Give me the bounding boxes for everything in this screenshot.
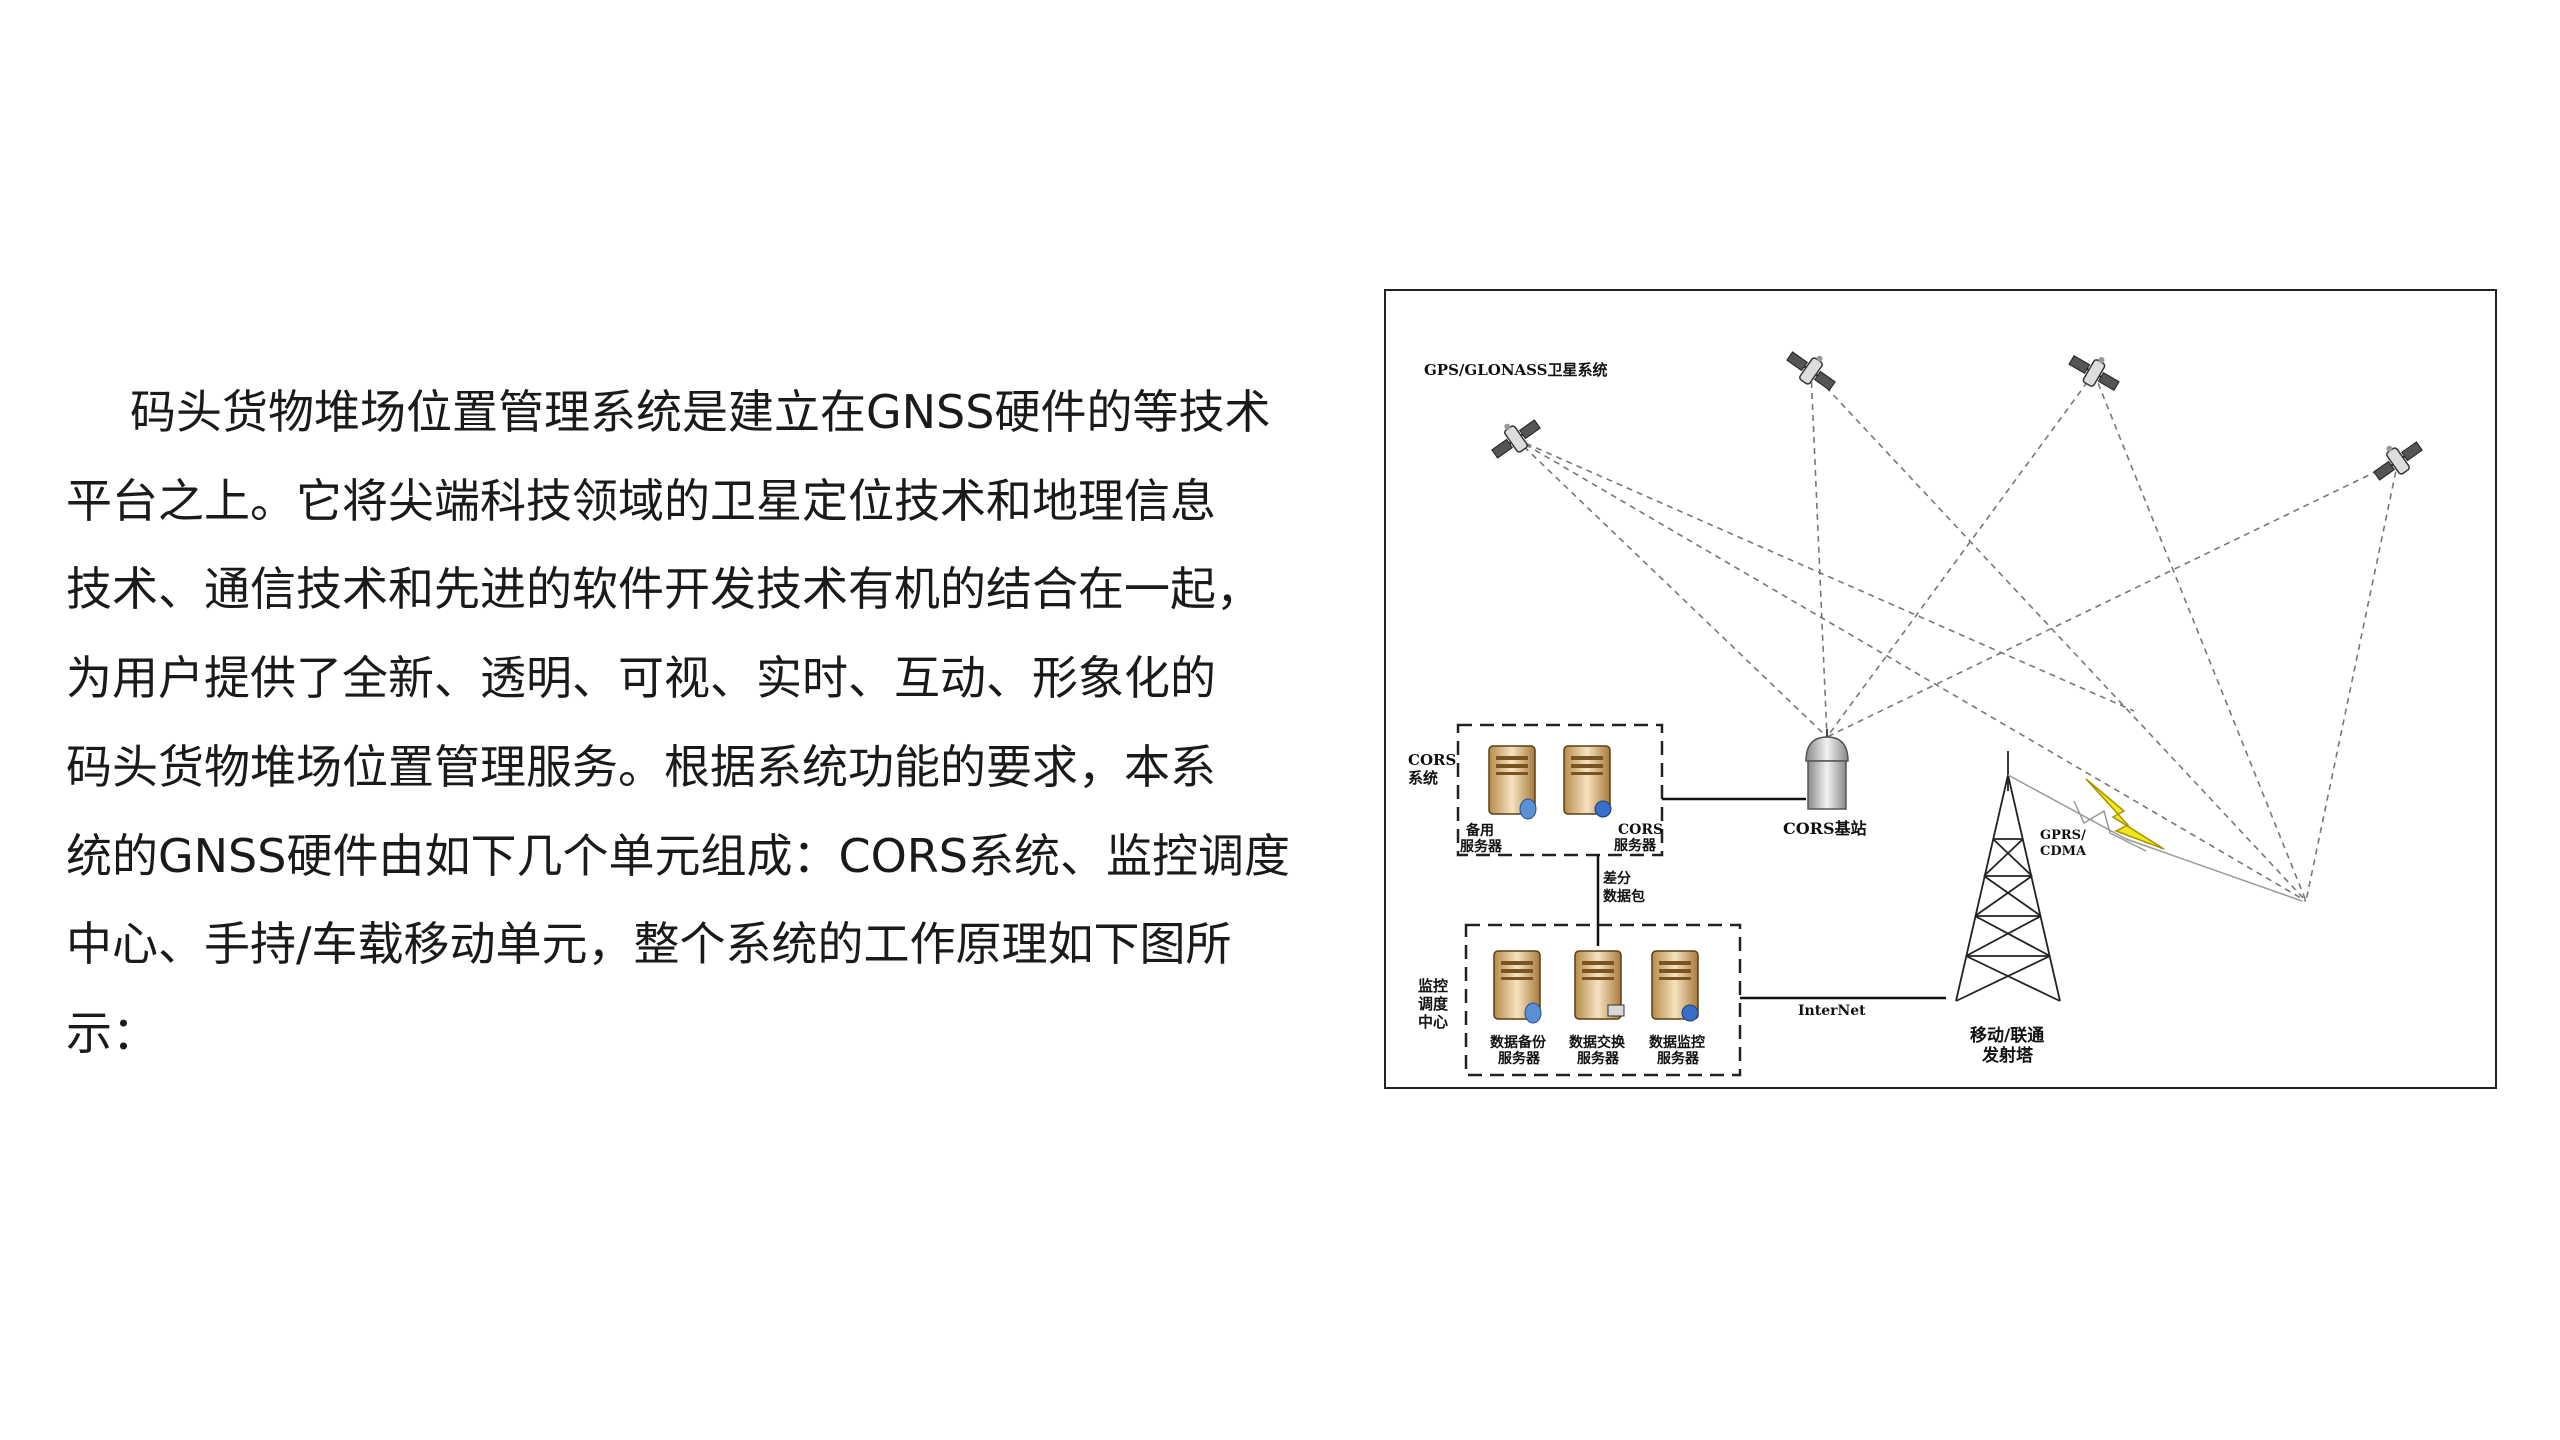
data-exchange-server-label: 服务器 (1577, 1050, 1620, 1067)
signal-link-line (2007, 774, 2147, 852)
tower-label: 发射塔 (1981, 1045, 2034, 1066)
data-monitor-server-label: 服务器 (1657, 1050, 1700, 1067)
paragraph-line: 码头货物堆场位置管理服务。根据系统功能的要求，本系 (66, 739, 1216, 794)
gprs-label: CDMA (2040, 844, 2087, 859)
paragraph-line: 技术、通信技术和先进的软件开发技术有机的结合在一起， (66, 562, 1262, 617)
diff-packet-label: 数据包 (1603, 888, 1645, 905)
user-icon (1594, 800, 1612, 818)
cors-server-label: 服务器 (1614, 837, 1657, 854)
satellite-icon (2365, 430, 2428, 488)
data-exchange-server-label: 数据交换 (1569, 1034, 1626, 1051)
paragraph-line: 码头货物堆场位置管理系统是建立在GNSS硬件的等技术 (130, 385, 1271, 439)
system-diagram: GPS/GLONASS卫星系统 CORS 系统 备用 服务器 CORS 服务器 … (1384, 289, 2497, 1089)
user-icon (1681, 1004, 1699, 1022)
gprs-label: GPRS/ (2040, 828, 2086, 843)
data-monitor-server-label: 数据监控 (1649, 1034, 1705, 1051)
data-backup-server-label: 数据备份 (1490, 1034, 1547, 1051)
lightning-icon (2085, 778, 2165, 850)
paragraph-line: 统的GNSS硬件由如下几个单元组成：CORS系统、监控调度 (66, 828, 1290, 883)
tower-label: 移动/联通 (1970, 1025, 2044, 1046)
satellite-icon (1781, 340, 1844, 398)
backup-server-label: 备用 (1465, 822, 1494, 839)
cors-base-label: CORS基站 (1783, 819, 1867, 838)
paragraph-line: 示： (66, 1005, 158, 1060)
satellite-icon (2063, 343, 2127, 399)
monitor-center-box (1464, 923, 1742, 1077)
satellite-icon (1483, 408, 1546, 466)
internet-label: InterNet (1798, 1003, 1866, 1019)
monitor-center-label: 调度 (1418, 995, 1449, 1013)
database-icon (1524, 1002, 1542, 1024)
body-text: 码头货物堆场位置管理系统是建立在GNSS硬件的等技术 平台之上。它将尖端科技领域… (66, 368, 1336, 1078)
cors-system-box (1456, 723, 1664, 857)
signal-lines (1515, 370, 2399, 902)
paragraph-line: 平台之上。它将尖端科技领域的卫星定位技术和地理信息 (66, 473, 1216, 528)
cors-system-label: CORS (1408, 751, 1456, 769)
intro-paragraph: 码头货物堆场位置管理系统是建立在GNSS硬件的等技术 平台之上。它将尖端科技领域… (66, 368, 1336, 1078)
paragraph-line: 为用户提供了全新、透明、可视、实时、互动、形象化的 (66, 651, 1216, 706)
database-icon (1519, 798, 1537, 820)
data-backup-server-label: 服务器 (1498, 1050, 1541, 1067)
diagram-canvas: GPS/GLONASS卫星系统 CORS 系统 备用 服务器 CORS 服务器 … (1408, 340, 2428, 1077)
tower-icon (1955, 751, 2061, 1002)
cors-server-label: CORS (1618, 822, 1663, 838)
cors-system-label: 系统 (1408, 769, 1438, 787)
monitor-center-label: 中心 (1418, 1013, 1448, 1031)
satellite-system-label: GPS/GLONASS卫星系统 (1424, 361, 1608, 379)
monitor-center-label: 监控 (1418, 977, 1448, 995)
signal-link-line (2125, 838, 2303, 902)
monitor-icon (1607, 1004, 1625, 1017)
paragraph-line: 中心、手持/车载移动单元，整个系统的工作原理如下图所 (66, 917, 1232, 972)
diff-packet-label: 差分 (1603, 870, 1631, 887)
backup-server-label: 服务器 (1460, 838, 1503, 855)
cors-antenna-icon (1805, 729, 1849, 810)
